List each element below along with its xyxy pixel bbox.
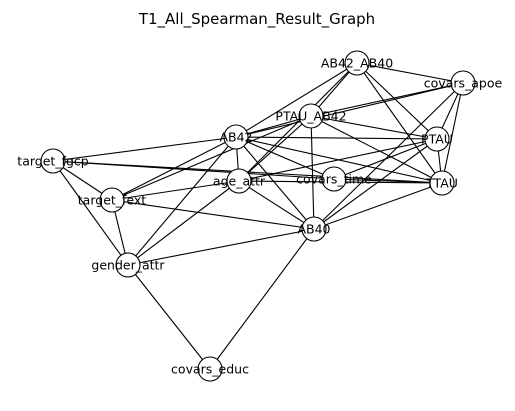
node-age_attr: age_attr [213,168,266,194]
node-circle-covars_time [321,166,347,192]
node-circle-covars_apoe [450,70,476,96]
node-AB42: AB42 [219,124,253,150]
edge-PTAU-age_attr [238,138,438,182]
node-circle-covars_educ [197,356,223,382]
edge-target_fgcp-gender_attr [52,160,129,266]
edge-gender_attr-covars_educ [127,264,211,370]
edge-AB42_AB40-covars_apoe [356,62,464,84]
graph-title: T1_All_Spearman_Result_Graph [138,10,375,29]
node-label-covars_apoe: covars_apoe [424,76,503,91]
edge-covars_apoe-AB42 [235,82,464,138]
edge-PTAU_AB42-AB40 [310,115,315,230]
edge-PTAU_AB42-AB42 [235,115,312,138]
edge-PTAU_AB42-target_fext [111,115,312,201]
edge-PTAU-AB40 [313,138,438,230]
node-label-PTAU_AB42: PTAU_AB42 [275,109,346,124]
edge-AB42-AB40 [235,136,315,230]
node-label-AB42: AB42 [219,130,252,145]
edge-age_attr-AB40 [238,180,315,230]
node-label-covars_time: covars_time [296,172,372,187]
edge-PTAU-covars_time [333,138,438,180]
node-covars_apoe: covars_apoe [424,70,503,96]
edge-AB42-PTAU [235,136,438,140]
node-circle-target_fgcp [40,148,66,174]
node-covars_time: covars_time [296,166,372,192]
edge-AB42_AB40-TTAU [356,62,443,184]
edge-PTAU_AB42-age_attr [238,115,312,182]
node-AB40: AB40 [297,216,331,242]
edge-TTAU-AB40 [313,182,443,230]
edge-AB42-covars_time [235,136,335,180]
edge-AB42_AB40-AB42 [235,62,358,138]
node-label-PTAU: PTAU [421,132,453,147]
node-AB42_AB40: AB42_AB40 [321,50,393,76]
edge-target_fext-age_attr [111,180,240,201]
node-PTAU_AB42: PTAU_AB42 [275,103,347,129]
node-label-gender_attr: gender_attr [91,258,165,273]
node-circle-AB42_AB40 [344,50,370,76]
node-circle-gender_attr [115,252,141,278]
node-gender_attr: gender_attr [91,252,165,278]
node-label-target_fext: target_fext [78,193,147,208]
node-label-age_attr: age_attr [213,174,266,189]
edge-age_attr-gender_attr [127,180,240,266]
node-circle-PTAU_AB42 [298,103,324,129]
node-PTAU: PTAU [421,126,453,152]
node-circle-target_fext [99,187,125,213]
edge-target_fext-AB40 [111,199,315,230]
edge-AB40-gender_attr [127,228,315,266]
node-label-AB42_AB40: AB42_AB40 [321,56,393,71]
node-circle-TTAU [429,170,455,196]
node-label-target_fgcp: target_fgcp [17,154,88,169]
node-label-TTAU: TTAU [425,176,458,191]
edge-PTAU_AB42-TTAU [310,115,443,184]
edge-covars_apoe-TTAU [441,82,464,184]
graph-edges [52,62,464,370]
node-label-AB40: AB40 [297,222,330,237]
node-TTAU: TTAU [425,170,458,196]
node-circle-AB40 [301,216,327,242]
edge-AB42-target_fgcp [52,136,237,162]
edge-AB42-gender_attr [127,136,237,266]
node-covars_educ: covars_educ [171,356,249,382]
node-target_fgcp: target_fgcp [17,148,89,174]
node-circle-age_attr [226,168,252,194]
node-target_fext: target_fext [78,187,147,213]
node-label-covars_educ: covars_educ [171,362,249,377]
edge-covars_time-TTAU [333,178,443,184]
node-circle-PTAU [424,126,450,152]
edge-PTAU_AB42-PTAU [310,115,438,140]
node-circle-AB42 [223,124,249,150]
edge-AB42_AB40-PTAU [356,62,438,140]
edge-AB40-covars_educ [209,228,315,370]
